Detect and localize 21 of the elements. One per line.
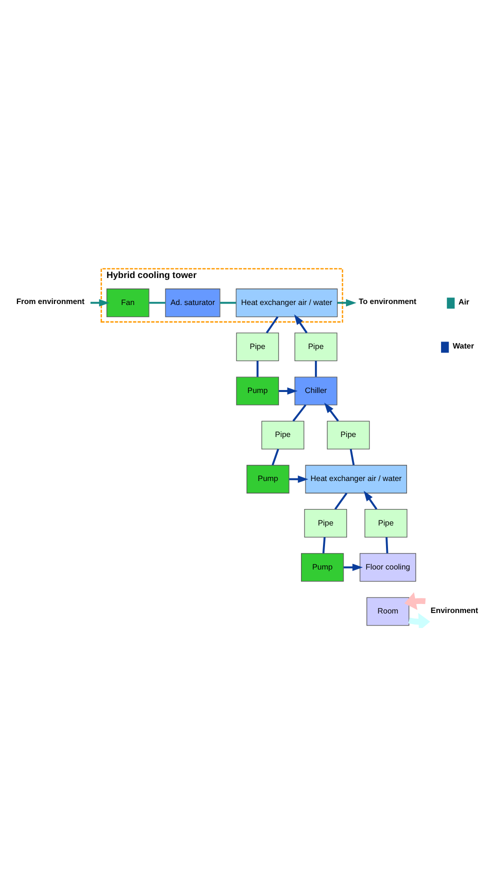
arrow	[324, 402, 339, 422]
connector	[292, 404, 306, 422]
arrow	[278, 386, 298, 394]
arrow	[338, 298, 356, 306]
connector	[386, 536, 388, 553]
connector	[266, 316, 278, 333]
arrow	[408, 612, 430, 628]
connector	[350, 448, 355, 465]
connector	[149, 301, 166, 304]
connector	[272, 448, 280, 465]
arrow	[289, 475, 308, 482]
arrow	[404, 592, 426, 610]
connector	[220, 301, 236, 304]
arrow	[344, 563, 363, 571]
arrow	[294, 314, 308, 333]
arrow	[364, 490, 378, 510]
arrow	[90, 298, 110, 306]
connector	[314, 360, 317, 376]
connector	[334, 492, 348, 510]
connector	[256, 360, 259, 376]
connector	[322, 536, 326, 553]
